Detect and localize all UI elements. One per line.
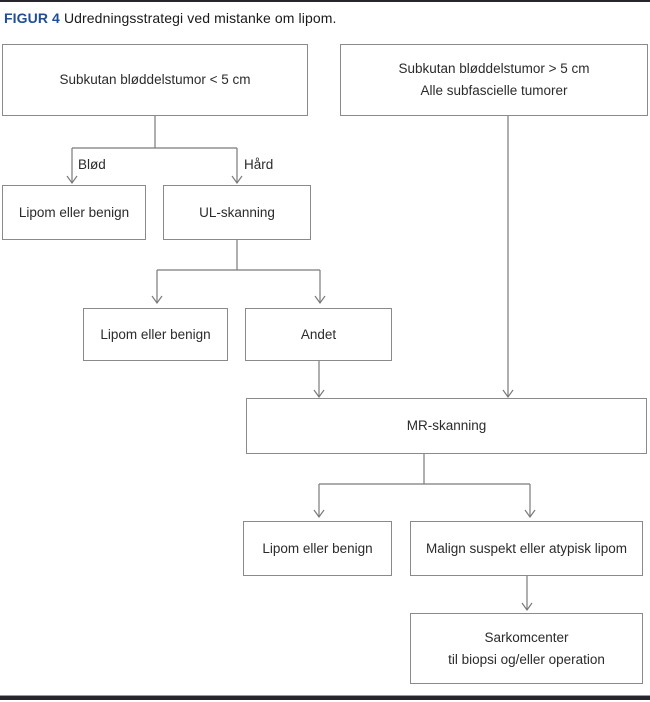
node-label: Lipom eller benign	[262, 540, 373, 556]
edge-label-hard: Hård	[244, 157, 274, 172]
node-label-line2: til biopsi og/eller operation	[448, 651, 605, 667]
node-label: Andet	[300, 326, 337, 342]
connector-malign-to-sarkom	[521, 576, 533, 612]
node-label-line1: Subkutan bløddelstumor > 5 cm	[398, 61, 590, 76]
flow-node-andet: Andet	[245, 308, 392, 361]
flow-node-subkutan-lt-5cm: Subkutan bløddelstumor < 5 cm	[2, 44, 308, 116]
flow-node-subkutan-gt-5cm: Subkutan bløddelstumor > 5 cm Alle subfa…	[340, 44, 648, 116]
node-label: Malign suspekt eller atypisk lipom	[425, 540, 628, 556]
figure-caption: Udredningsstrategi ved mistanke om lipom…	[63, 10, 337, 26]
connector-mr-split	[313, 454, 536, 519]
connector-andet-to-mr	[313, 361, 325, 399]
bottom-bar	[0, 695, 650, 700]
flow-node-mr-skanning: MR-skanning	[246, 398, 647, 454]
flow-node-malign-suspekt: Malign suspekt eller atypisk lipom	[410, 521, 643, 576]
connector-ul-split	[151, 240, 326, 305]
node-label: UL-skanning	[199, 204, 275, 220]
flow-node-ul-skanning: UL-skanning	[163, 185, 311, 240]
node-label-line2: Alle subfascielle tumorer	[420, 83, 568, 98]
connector-gt5cm-to-mr	[502, 116, 514, 399]
top-rule	[0, 0, 650, 2]
flow-node-sarkomcenter: Sarkomcenter til biopsi og/eller operati…	[410, 613, 643, 684]
flow-node-lipom-benign-3: Lipom eller benign	[243, 521, 392, 576]
node-label: Subkutan bløddelstumor < 5 cm	[59, 72, 251, 87]
flow-node-lipom-benign-2: Lipom eller benign	[83, 308, 228, 361]
connector-lt5cm-split	[66, 116, 243, 185]
edge-label-blod: Blød	[78, 157, 106, 172]
node-label: Lipom eller benign	[18, 204, 130, 220]
node-label-line1: Sarkomcenter	[484, 629, 569, 645]
figure-label: FIGUR 4	[4, 10, 60, 26]
node-label: MR-skanning	[406, 418, 487, 433]
node-label: Lipom eller benign	[100, 326, 211, 342]
flow-node-lipom-benign-1: Lipom eller benign	[2, 185, 146, 240]
